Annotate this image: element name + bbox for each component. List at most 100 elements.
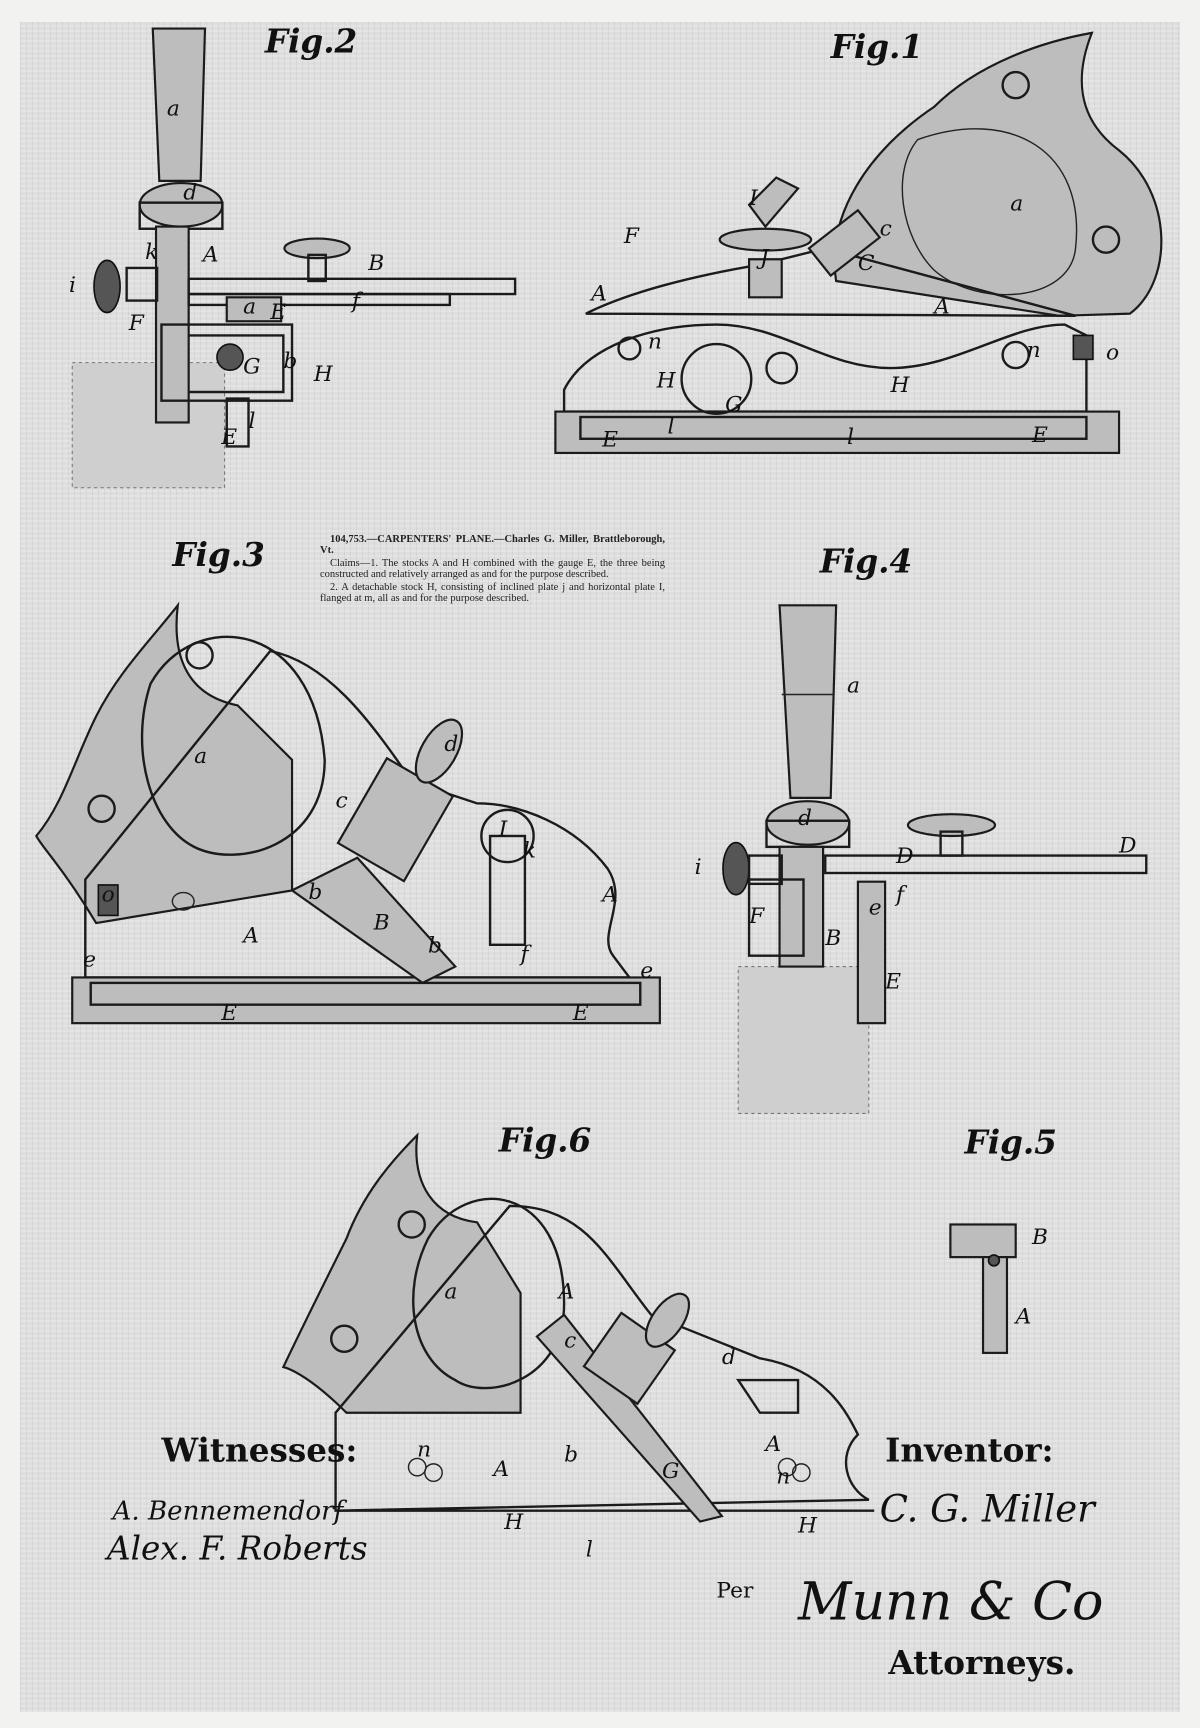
fig2-part-label: H xyxy=(313,362,334,387)
fig2-part-label: E xyxy=(220,425,237,450)
patent-drawings: Fig.2 Fig.1 Fig.3 Fig.4 Fig.5 Fig.6 aIFA… xyxy=(35,22,1163,1682)
wood-block-hatch xyxy=(737,966,870,1115)
figure-6-drawing xyxy=(281,1132,875,1523)
fig1-part-label: l xyxy=(667,414,674,439)
fig6-part-label: A xyxy=(491,1457,509,1482)
fig4-part-label: D xyxy=(1118,833,1136,858)
fig1-label: Fig.1 xyxy=(830,27,923,66)
fig4-part-label: F xyxy=(748,904,765,929)
fig6-part-label: A xyxy=(763,1432,781,1457)
fig2-part-label: G xyxy=(243,354,260,379)
fig4-part-label: a xyxy=(847,673,860,698)
fig5-label: Fig.5 xyxy=(964,1123,1057,1162)
fig3-part-label: E xyxy=(220,1001,237,1026)
fig3-part-label: e xyxy=(83,948,96,973)
fig1-part-label: I xyxy=(748,186,758,211)
wood-block-hatch xyxy=(71,362,226,489)
fig3-part-label: f xyxy=(519,942,533,967)
figure-1-drawing xyxy=(554,31,1163,455)
fig5-part-label: A xyxy=(1014,1305,1032,1330)
fig3-part-label: E xyxy=(572,1001,589,1026)
figure-4-drawing xyxy=(722,604,1148,1115)
fig6-part-label: A xyxy=(557,1279,575,1304)
fig3-part-label: A xyxy=(600,882,618,907)
fig2-part-label: a xyxy=(167,97,180,122)
fig4-part-label: e xyxy=(869,895,882,920)
fig4-part-label: E xyxy=(884,969,901,994)
fig3-part-label: d xyxy=(444,732,458,757)
fig6-part-label: H xyxy=(797,1513,818,1538)
fig1-part-label: G xyxy=(725,393,742,418)
fig6-label: Fig.6 xyxy=(498,1121,591,1160)
fig2-label: Fig.2 xyxy=(264,22,357,60)
fig3-part-label: a xyxy=(194,744,207,769)
figure-2-drawing xyxy=(71,27,517,489)
fig4-part-label: d xyxy=(798,806,812,831)
witness-2-signature: Alex. F. Roberts xyxy=(104,1530,368,1568)
fig2-part-label: i xyxy=(69,273,76,298)
figure-5-drawing xyxy=(949,1223,1017,1354)
fig2-part-label: l xyxy=(249,409,256,434)
fig5-part-label: B xyxy=(1031,1225,1048,1250)
claim-1: Claims—1. The stocks A and H combined wi… xyxy=(320,558,665,580)
fig1-part-label: o xyxy=(1106,340,1119,365)
fig6-part-label: H xyxy=(503,1510,524,1535)
fig6-part-label: c xyxy=(564,1328,576,1353)
fig4-label: Fig.4 xyxy=(819,542,912,581)
fig1-part-label: E xyxy=(1031,423,1048,448)
fig3-part-label: b xyxy=(428,933,442,958)
fig6-part-label: d xyxy=(722,1345,736,1370)
fig1-part-label: n xyxy=(1027,338,1041,363)
fig3-part-label: k xyxy=(523,839,536,864)
fig2-part-label: F xyxy=(128,311,145,336)
fig6-part-label: a xyxy=(444,1279,457,1304)
fig3-part-label: c xyxy=(336,789,348,814)
claim-heading: 104,753.—CARPENTERS' PLANE.—Charles G. M… xyxy=(320,534,665,556)
fig6-part-label: G xyxy=(662,1459,679,1484)
fig2-part-label: d xyxy=(183,180,197,205)
fig1-part-label: A xyxy=(589,282,607,307)
per-label: Per xyxy=(716,1579,754,1604)
fig1-part-label: H xyxy=(656,369,677,394)
witness-1-signature: A. Bennemendorf xyxy=(110,1496,347,1526)
fig3-part-label: b xyxy=(308,880,322,905)
inventor-signature: C. G. Miller xyxy=(880,1488,1097,1531)
fig2-part-label: b xyxy=(283,349,297,374)
fig1-part-label: H xyxy=(890,373,911,398)
fig1-part-label: J xyxy=(756,246,770,271)
fig6-part-label: l xyxy=(586,1537,593,1562)
fig3-part-label: I xyxy=(498,817,508,842)
fig2-part-label: a xyxy=(243,295,256,320)
fig3-part-label: B xyxy=(373,911,390,936)
fig1-part-label: A xyxy=(932,295,950,320)
fig2-part-label: B xyxy=(367,251,384,276)
fig4-part-label: B xyxy=(824,926,841,951)
fig6-part-label: n xyxy=(417,1437,431,1462)
fig1-part-label: n xyxy=(648,329,662,354)
fig6-part-label: b xyxy=(564,1443,578,1468)
claim-text-block: 104,753.—CARPENTERS' PLANE.—Charles G. M… xyxy=(320,534,665,606)
attorneys-label: Attorneys. xyxy=(887,1643,1075,1682)
inventor-label: Inventor: xyxy=(885,1431,1053,1470)
attorney-signature: Munn & Co xyxy=(797,1573,1103,1633)
fig4-part-label: D xyxy=(895,844,913,869)
fig2-part-label: A xyxy=(201,242,219,267)
fig3-label: Fig.3 xyxy=(171,535,264,574)
witnesses-label: Witnesses: xyxy=(160,1431,357,1470)
fig3-part-label: o xyxy=(102,882,115,907)
fig1-part-label: l xyxy=(847,425,854,450)
fig2-part-label: E xyxy=(269,300,286,325)
fig1-part-label: F xyxy=(623,224,640,249)
fig1-part-label: E xyxy=(601,427,618,452)
claim-2: 2. A detachable stock H, consisting of i… xyxy=(320,582,665,604)
fig3-part-label: A xyxy=(241,924,259,949)
fig4-part-label: i xyxy=(695,855,702,880)
fig1-part-label: C xyxy=(858,251,875,276)
fig1-part-label: c xyxy=(880,216,892,241)
fig4-part-label: f xyxy=(894,882,908,907)
fig3-part-label: e xyxy=(640,958,653,983)
fig6-part-label: n xyxy=(776,1464,790,1489)
figure-3-drawing xyxy=(35,601,661,1025)
